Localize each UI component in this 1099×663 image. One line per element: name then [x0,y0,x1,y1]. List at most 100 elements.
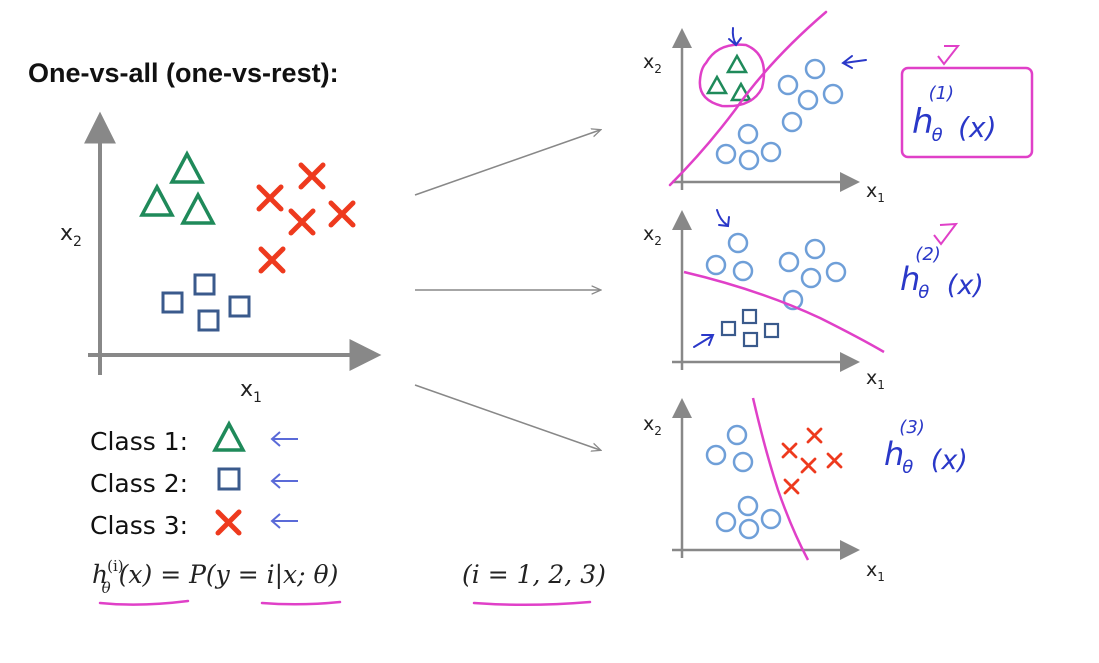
decision-boundary [751,397,810,561]
sub-plot-1: x2 x1 hθ(1)(x) [643,10,1034,205]
class1-points [139,150,216,225]
cross-point [256,184,284,212]
legend-item-class1: Class 1: [90,420,298,456]
square-point [193,273,216,296]
sub1-annotations [668,10,1034,187]
square-point [763,322,780,339]
legend-label: Class 2: [90,469,188,498]
arrow-up-right-icon [693,334,715,348]
circle-point [726,424,748,446]
circle-point [715,143,737,165]
main-plot: x2 x1 [60,111,382,406]
sub2-y-label: x2 [643,223,662,248]
cross-legend-icon [215,509,242,536]
circle-point [715,511,737,533]
square-point [197,309,220,332]
main-y-axis-label: x2 [60,221,82,250]
decision-boundary [668,10,828,187]
circle-point [760,508,782,530]
circle-point [738,149,760,171]
class3-points [256,162,356,274]
arrow-to-plot-3 [414,384,600,450]
circle-point [732,451,754,473]
triangle-legend-icon [212,420,246,452]
legend-item-class3: Class 3: [90,509,298,540]
triangle-point [725,53,749,74]
square-point [742,331,759,348]
connector-arrows [414,130,600,450]
circle-point [777,74,799,96]
sub3-crosses [781,427,843,495]
sub1-triangles [705,53,753,102]
class2-points [161,273,251,332]
triangle-point [169,150,205,184]
sub2-x-label: x1 [866,367,885,392]
triangle-point [180,191,216,225]
circle-point [804,58,826,80]
sub3-x-label: x1 [866,559,885,584]
arrow-left-icon [270,431,298,447]
formula-text: h(i)θ(x) = P(y = i|x; θ) [92,557,338,597]
square-point [720,320,737,337]
circle-point [822,83,844,105]
sub1-x-label: x1 [866,180,885,205]
circle-point [825,261,847,283]
cross-point [806,427,823,444]
sub3-hypothesis-label: hθ(3)(x) [884,417,968,478]
cross-point [288,208,316,236]
sub1-pointer-arrows [728,27,867,69]
hand-tick-mark [937,45,961,66]
sub2-pointer-arrows [693,209,730,348]
circle-point [782,289,804,311]
circle-point [705,444,727,466]
legend-item-class2: Class 2: [90,467,298,498]
slide-title: One-vs-all (one-vs-rest): [28,58,339,88]
legend-label: Class 3: [90,511,188,540]
class-circle-annotation [698,43,766,108]
sub3-rest-circles [705,424,782,540]
circle-point [800,267,822,289]
arrow-to-plot-1 [414,130,600,196]
circle-point [738,518,760,540]
sub-plot-3: x2 x1 hθ(3)(x) [643,397,968,584]
sub2-hypothesis-label: hθ(2)(x) [900,222,984,303]
cross-point [258,246,286,274]
square-point [161,291,184,314]
formula-underlines [98,599,592,607]
circle-point [705,254,727,276]
triangle-point [139,183,175,217]
circle-point [760,141,782,163]
arrow-left-icon [841,55,867,69]
circle-point [781,111,803,133]
hypothesis-text: hθ(3)(x) [884,417,968,478]
hypothesis-text: hθ(2)(x) [900,244,984,303]
sub2-squares [720,308,780,348]
cross-point [298,162,326,190]
main-x-axis-label: x1 [240,377,262,406]
circle-point [797,89,819,111]
arrow-left-icon [270,473,298,489]
legend-label: Class 1: [90,427,188,456]
arrow-left-icon [270,513,298,529]
square-legend-icon [217,467,241,491]
circle-point [737,123,759,145]
cross-point [800,457,817,474]
circle-point [737,495,759,517]
sub2-rest-circles [705,232,847,311]
circle-point [732,260,754,282]
circle-point [804,238,826,260]
hand-tick-mark [933,222,959,246]
sub1-hypothesis-label: hθ(1)(x) [912,45,997,146]
sub-plot-2: x2 x1 hθ(2)(x) [643,209,984,392]
cross-point [783,478,800,495]
decision-boundary [683,270,885,354]
sub3-y-label: x2 [643,413,662,438]
cross-point [781,442,798,459]
class-legend: Class 1: Class 2: Class 3: [90,420,298,540]
square-point [741,308,758,325]
circle-point [778,251,800,273]
hypothesis-formula: h(i)θ(x) = P(y = i|x; θ) (i = 1, 2, 3) [92,557,606,607]
formula-range: (i = 1, 2, 3) [462,560,606,589]
hypothesis-text: hθ(1)(x) [912,83,997,146]
sub1-rest-circles [715,58,844,171]
